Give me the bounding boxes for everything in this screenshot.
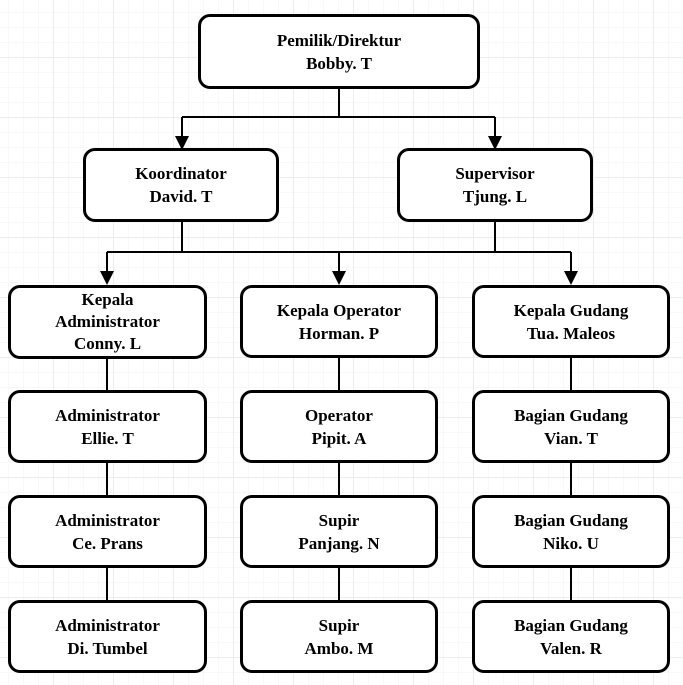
node-kepala-gudang[interactable]: Kepala Gudang Tua. Maleos — [472, 285, 670, 358]
node-kepala-operator[interactable]: Kepala Operator Horman. P — [240, 285, 438, 358]
node-role: Administrator — [55, 405, 160, 425]
node-role: Kepala Operator — [276, 300, 402, 320]
arrowhead-kepala-administrator — [100, 271, 114, 285]
node-bagian-gudang-vian[interactable]: Bagian Gudang Vian. T — [472, 390, 670, 463]
node-role: Bagian Gudang — [514, 405, 628, 425]
node-person: Panjang. N — [298, 533, 380, 553]
node-person: Ellie. T — [81, 428, 134, 448]
arrowhead-koordinator — [175, 136, 189, 150]
node-role-2: Administrator — [55, 312, 160, 331]
node-person: Bobby. T — [306, 53, 372, 73]
node-person: Conny. L — [73, 334, 142, 353]
node-person: Pipit. A — [311, 428, 367, 448]
node-supir-ambo[interactable]: Supir Ambo. M — [240, 600, 438, 673]
arrowhead-kepala-operator — [332, 271, 346, 285]
arrowhead-kepala-gudang — [564, 271, 578, 285]
node-person: Tua. Maleos — [526, 323, 616, 343]
node-role: Supir — [318, 510, 360, 530]
node-person: Ce. Prans — [72, 533, 143, 553]
node-administrator-di-tumbel[interactable]: Administrator Di. Tumbel — [8, 600, 207, 673]
node-koordinator[interactable]: Koordinator David. T — [83, 148, 279, 222]
connector-mid-branch — [106, 222, 572, 279]
node-role: Administrator — [55, 615, 160, 635]
node-role: Bagian Gudang — [514, 615, 628, 635]
node-bagian-gudang-valen[interactable]: Bagian Gudang Valen. R — [472, 600, 670, 673]
node-role: Administrator — [55, 510, 160, 530]
node-administrator-ce-prans[interactable]: Administrator Ce. Prans — [8, 495, 207, 568]
node-role: Supervisor — [455, 164, 535, 183]
arrowhead-supervisor — [488, 136, 502, 150]
node-person: Niko. U — [543, 533, 599, 553]
node-administrator-ellie[interactable]: Administrator Ellie. T — [8, 390, 207, 463]
node-person: Vian. T — [544, 428, 598, 448]
node-person: Di. Tumbel — [67, 638, 148, 658]
node-supir-panjang[interactable]: Supir Panjang. N — [240, 495, 438, 568]
node-person: Horman. P — [298, 323, 380, 343]
node-person: David. T — [149, 187, 213, 206]
node-operator[interactable]: Operator Pipit. A — [240, 390, 438, 463]
node-role: Operator — [305, 405, 373, 425]
node-role: Pemilik/Direktur — [276, 30, 402, 50]
node-role: Bagian Gudang — [514, 510, 628, 530]
node-person: Ambo. M — [304, 638, 374, 658]
node-role: Supir — [318, 615, 360, 635]
node-person: Tjung. L — [462, 187, 528, 206]
node-role: Kepala — [81, 290, 134, 309]
node-supervisor[interactable]: Supervisor Tjung. L — [397, 148, 593, 222]
connector-root-branch — [181, 89, 496, 144]
node-role: Koordinator — [135, 164, 227, 183]
node-pemilik-direktur[interactable]: Pemilik/Direktur Bobby. T — [198, 14, 480, 89]
node-role: Kepala Gudang — [513, 300, 629, 320]
node-kepala-administrator[interactable]: Kepala Administrator Conny. L — [8, 285, 207, 359]
node-bagian-gudang-niko[interactable]: Bagian Gudang Niko. U — [472, 495, 670, 568]
node-person: Valen. R — [540, 638, 602, 658]
